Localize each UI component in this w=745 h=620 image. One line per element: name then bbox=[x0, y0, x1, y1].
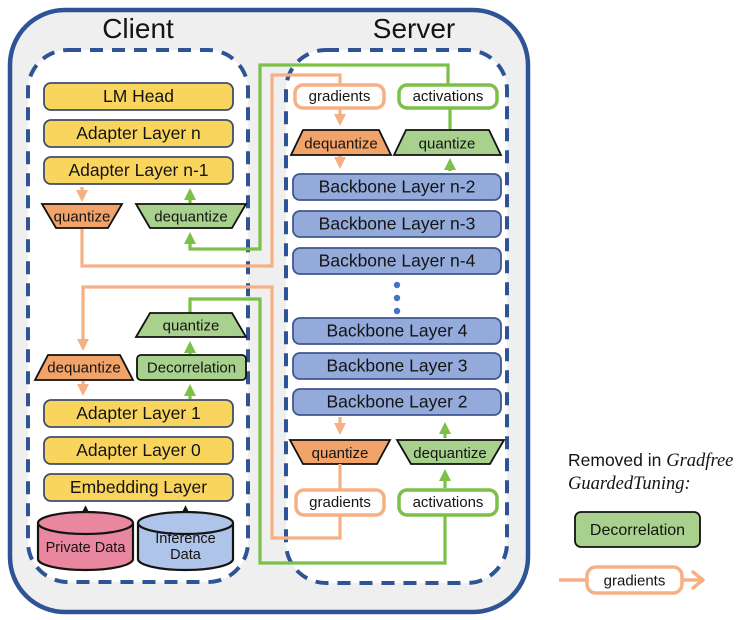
server-top-activations-label: activations bbox=[413, 88, 484, 105]
client-quantize-label: quantize bbox=[54, 209, 111, 226]
legend-removed-in: Removed in bbox=[568, 450, 666, 470]
client-mid-dequantize-trapezoid bbox=[33, 354, 135, 381]
backbone-n4-label: Backbone Layer n-4 bbox=[319, 251, 476, 271]
legend-decorrelation-label: Decorrelation bbox=[590, 522, 685, 539]
backbone-3-box bbox=[292, 352, 502, 380]
server-bottom-dequantize-label: dequantize bbox=[413, 445, 486, 462]
server-title: Server bbox=[373, 13, 455, 44]
backbone-2-box bbox=[292, 388, 502, 416]
backbone-n2-label: Backbone Layer n-2 bbox=[319, 177, 476, 197]
server-bottom-quantize-label: quantize bbox=[312, 445, 369, 462]
decorrelation-box bbox=[136, 354, 247, 381]
client-mid-quantize-label: quantize bbox=[163, 318, 220, 335]
server-bottom-io: quantize dequantize gradients activation… bbox=[288, 417, 506, 517]
server-top-quantize-trapezoid bbox=[392, 129, 503, 156]
decorrelation-label: Decorrelation bbox=[147, 360, 236, 377]
inference-data-cylinder-top bbox=[136, 510, 235, 536]
legend-gradfree: Gradfree bbox=[666, 451, 733, 471]
adapter-layer-0-label: Adapter Layer 0 bbox=[76, 440, 201, 460]
backbone-4-box bbox=[292, 317, 502, 345]
server-bottom-gradients-label: gradients bbox=[309, 494, 371, 511]
legend-decorrelation-box bbox=[574, 511, 701, 548]
backbone-stack: Backbone Layer n-2 Backbone Layer n-3 Ba… bbox=[292, 173, 502, 416]
adapter-layer-0-box bbox=[43, 436, 234, 465]
adapter-layer-n-label: Adapter Layer n bbox=[76, 123, 201, 143]
ellipsis-dot bbox=[393, 294, 401, 302]
backbone-n3-box bbox=[292, 210, 502, 238]
server-bottom-quantize-trapezoid bbox=[288, 439, 392, 465]
server-bottom-activations-box bbox=[397, 488, 499, 517]
gradients-flow-server-to-client bbox=[77, 285, 342, 540]
server-bottom-activations-label: activations bbox=[413, 494, 484, 511]
client-mid-quantize-trapezoid bbox=[134, 312, 248, 338]
server-top-dequantize-trapezoid bbox=[289, 129, 393, 156]
client-bottom-stack: Adapter Layer 1 Adapter Layer 0 Embeddin… bbox=[36, 399, 235, 572]
ellipsis-dot bbox=[393, 307, 401, 315]
private-data-cylinder bbox=[36, 523, 135, 572]
legend: Removed in Gradfree GuardedTuning: Decor… bbox=[559, 450, 733, 595]
server-bottom-dequantize-trapezoid bbox=[395, 439, 506, 465]
server-bottom-gradients-box bbox=[294, 488, 386, 517]
inference-data-label-1: Inference bbox=[155, 531, 215, 547]
inference-data-label-2: Data bbox=[170, 547, 202, 563]
server-top-gradients-label: gradients bbox=[309, 88, 371, 105]
server-top-dequantize-label: dequantize bbox=[304, 136, 377, 153]
backbone-n2-box bbox=[292, 173, 502, 201]
server-top-activations-box bbox=[397, 83, 499, 110]
server-top-quantize-label: quantize bbox=[419, 136, 476, 153]
legend-gradients-label: gradients bbox=[604, 573, 666, 590]
client-mid-dequantize-label: dequantize bbox=[47, 360, 120, 377]
client-dequantize-trapezoid bbox=[134, 203, 248, 229]
adapter-layer-1-box bbox=[43, 399, 234, 428]
adapter-layer-n1-box bbox=[43, 156, 234, 185]
legend-caption-line2: GuardedTuning: bbox=[568, 474, 691, 494]
client-middle-stack: quantize Decorrelation dequantize bbox=[33, 312, 248, 399]
private-data-label: Private Data bbox=[46, 540, 127, 556]
adapter-layer-n1-label: Adapter Layer n-1 bbox=[68, 160, 208, 180]
lm-head-box bbox=[43, 82, 234, 111]
private-data-cylinder-top bbox=[36, 510, 135, 536]
backbone-n4-box bbox=[292, 247, 502, 275]
client-quantize-trapezoid bbox=[40, 203, 124, 229]
backbone-n3-label: Backbone Layer n-3 bbox=[319, 214, 476, 234]
embedding-layer-label: Embedding Layer bbox=[70, 477, 207, 497]
server-top-io: gradients activations dequantize quantiz… bbox=[289, 83, 503, 171]
ellipsis-dot bbox=[393, 281, 401, 289]
gradients-flow-client-to-server bbox=[80, 73, 342, 268]
adapter-layer-1-label: Adapter Layer 1 bbox=[76, 403, 201, 423]
activations-flow-client-to-server bbox=[188, 297, 447, 565]
backbone-2-label: Backbone Layer 2 bbox=[326, 392, 467, 412]
server-top-gradients-box bbox=[293, 83, 386, 110]
embedding-layer-box bbox=[43, 473, 234, 502]
client-top-stack: LM Head Adapter Layer n Adapter Layer n-… bbox=[40, 82, 248, 229]
backbone-3-label: Backbone Layer 3 bbox=[326, 356, 467, 376]
client-title: Client bbox=[102, 13, 174, 44]
backbone-4-label: Backbone Layer 4 bbox=[326, 321, 467, 341]
activations-flow-server-to-client bbox=[184, 63, 450, 251]
lm-head-label: LM Head bbox=[103, 86, 174, 106]
client-dequantize-label: dequantize bbox=[154, 209, 227, 226]
legend-caption-line1: Removed in Gradfree bbox=[568, 450, 733, 471]
adapter-layer-n-box bbox=[43, 119, 234, 148]
inference-data-cylinder bbox=[136, 523, 235, 572]
legend-arrowhead-icon bbox=[691, 570, 705, 590]
